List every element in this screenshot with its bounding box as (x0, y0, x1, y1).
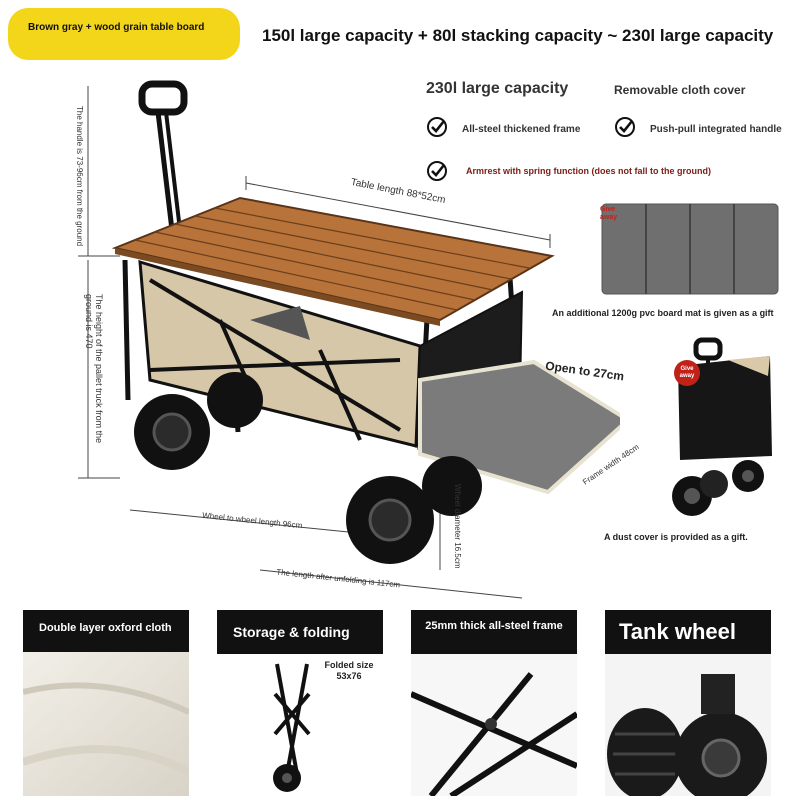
check-circle-icon (427, 117, 447, 137)
color-badge: Brown gray + wood grain table board (8, 8, 240, 60)
capacity-title: 230l large capacity (426, 80, 569, 97)
oxford-cloth-panel: Double layer oxford cloth (23, 610, 189, 796)
feature-armrest: Armrest with spring function (does not f… (466, 166, 711, 176)
cover-title: Removable cloth cover (614, 83, 746, 97)
panel-title: 25mm thick all-steel frame (411, 610, 577, 654)
dust-cover-caption: A dust cover is provided as a gift. (604, 532, 748, 542)
mat-caption: An additional 1200g pvc board mat is giv… (552, 308, 774, 318)
folded-size-note: Folded size 53x76 (324, 660, 374, 681)
folded-wagon-image (273, 663, 311, 792)
dust-cover-image (672, 337, 772, 516)
check-circle-icon (427, 161, 447, 181)
steel-frame-image (411, 654, 577, 796)
wheel-diameter-label: Wheel diameter 16.5cm (453, 484, 462, 569)
tank-wheel-image (605, 654, 771, 796)
give-away-tag: Give away (674, 360, 700, 386)
panel-title: Tank wheel (605, 610, 771, 654)
storage-folding-panel: Storage & folding Folded size 53x76 (217, 610, 383, 796)
capacity-headline: 150l large capacity + 80l stacking capac… (262, 26, 774, 45)
give-away-tag: Give away (600, 206, 618, 221)
handle-height-label: The handle is 73-96cm from the ground (75, 106, 84, 247)
tank-wheel-panel: Tank wheel (605, 610, 771, 796)
panel-title: Double layer oxford cloth (23, 610, 189, 652)
feature-frame: All-steel thickened frame (462, 124, 581, 135)
cloth-texture-image (23, 652, 189, 796)
wagon-illustration (78, 80, 620, 599)
pallet-height-label: The height of the pallet truck from the … (84, 294, 104, 444)
feature-handle: Push-pull integrated handle (650, 124, 782, 135)
check-circle-icon (615, 117, 635, 137)
steel-frame-panel: 25mm thick all-steel frame (411, 610, 577, 796)
panel-title: Storage & folding (217, 610, 383, 654)
pvc-mat-image (601, 203, 779, 295)
